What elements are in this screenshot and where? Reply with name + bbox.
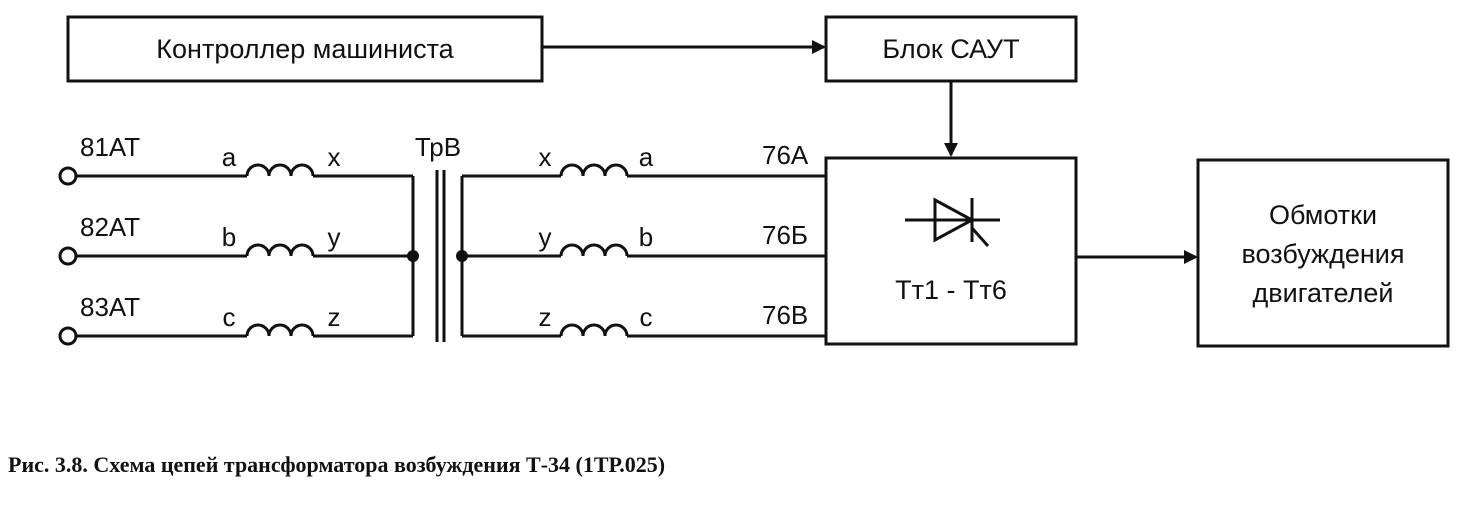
primary-winding-1-end: x <box>328 142 341 172</box>
output-label-76a: 76А <box>762 140 809 170</box>
secondary-star-point <box>456 250 468 262</box>
motor-windings-block: Обмотки возбуждения двигателей <box>1196 158 1450 348</box>
saut-block: Блок САУТ <box>824 15 1078 83</box>
thyristor-label: Тт1 - Тт6 <box>895 275 1007 305</box>
primary-winding-1-start: a <box>222 142 237 172</box>
primary-winding-3-end: z <box>328 302 341 332</box>
secondary-winding-1-end: a <box>639 142 654 172</box>
transformer-circuit-diagram: Контроллер машиниста Блок САУТ Тт1 - Тт6… <box>58 15 1450 348</box>
input-label-81at: 81АТ <box>80 132 140 162</box>
thyristor-icon <box>905 197 1000 247</box>
motors-label-line-3: двигателей <box>1253 278 1394 308</box>
figure-caption: Рис. 3.8. Схема цепей трансформатора воз… <box>8 452 666 477</box>
primary-side <box>76 163 415 338</box>
primary-winding-2-start: b <box>222 222 236 252</box>
transformer-core <box>435 170 446 342</box>
input-label-83at: 83АТ <box>80 292 140 322</box>
terminal-81at <box>58 166 78 186</box>
primary-winding-3-start: c <box>223 302 236 332</box>
input-label-82at: 82АТ <box>80 212 140 242</box>
primary-star-point <box>407 250 419 262</box>
controller-label: Контроллер машиниста <box>156 34 454 64</box>
secondary-winding-3-end: c <box>640 302 653 332</box>
secondary-winding-3-start: z <box>539 302 552 332</box>
secondary-winding-2-start: y <box>539 222 552 252</box>
secondary-winding-1-start: x <box>539 142 552 172</box>
saut-label: Блок САУТ <box>882 34 1019 64</box>
motors-label-line-1: Обмотки <box>1269 200 1377 230</box>
primary-winding-2-end: y <box>328 222 341 252</box>
terminal-83at <box>58 326 78 346</box>
controller-block: Контроллер машиниста <box>66 15 544 83</box>
output-label-76v: 76В <box>762 300 808 330</box>
thyristor-block: Тт1 - Тт6 <box>824 156 1078 346</box>
motors-label-line-2: возбуждения <box>1242 239 1405 269</box>
secondary-winding-2-end: b <box>639 222 653 252</box>
output-label-76b: 76Б <box>762 220 808 250</box>
transformer-label: ТрВ <box>415 132 461 162</box>
terminal-82at <box>58 246 78 266</box>
